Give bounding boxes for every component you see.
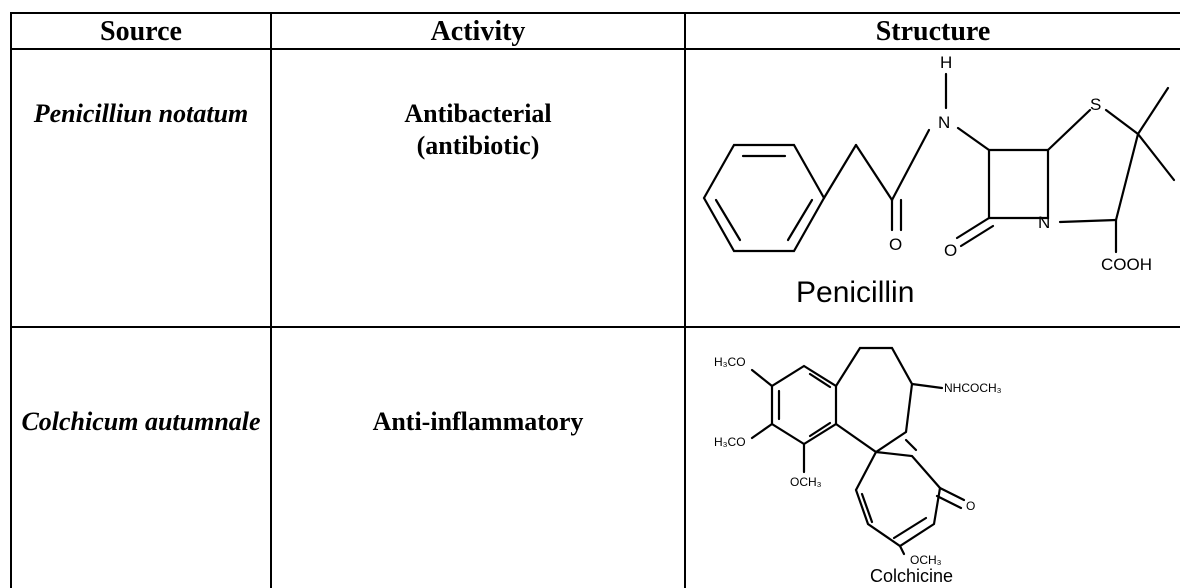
header-structure: Structure <box>875 16 991 47</box>
atom-o: O <box>889 235 902 254</box>
bond <box>898 544 906 556</box>
bond <box>750 368 774 388</box>
benzene-ring <box>702 143 826 253</box>
benzene-double-bond <box>714 198 742 242</box>
bond <box>1114 132 1140 222</box>
atom-o: O <box>966 499 975 513</box>
carbonyl-bond <box>935 494 963 510</box>
bond <box>1046 108 1092 152</box>
atom-cooh: COOH <box>1101 255 1152 274</box>
ring-c-double-bond <box>860 492 874 524</box>
bond <box>1104 108 1140 136</box>
atom-h3co: H₃CO <box>714 435 746 449</box>
bond <box>822 143 858 200</box>
header-source: Source <box>100 16 182 47</box>
atom-och3: OCH₃ <box>910 553 942 567</box>
methyl-bond <box>1136 132 1176 182</box>
source-penicillium: Penicilliun notatum <box>33 99 249 128</box>
atom-n: N <box>938 113 950 132</box>
activity-line: (antibiotic) <box>416 131 540 160</box>
column-divider <box>270 12 272 588</box>
activity-anti-inflammatory: Anti-inflammatory <box>372 407 584 436</box>
atom-och3: OCH₃ <box>790 475 822 489</box>
structure-name-penicillin: Penicillin <box>796 276 915 309</box>
header-activity: Activity <box>430 16 526 47</box>
ring-c <box>854 450 942 548</box>
ring-a <box>770 364 838 446</box>
ring-a-double-bond <box>808 421 832 438</box>
structure-name-colchicine: Colchicine <box>870 566 954 586</box>
header-divider <box>10 48 1180 50</box>
atom-h3co: H₃CO <box>714 355 746 369</box>
penicillin-structure: O H N O N S COOH <box>702 53 1176 274</box>
bond <box>1058 218 1118 224</box>
activity-antibacterial: Antibacterial (antibiotic) <box>272 98 684 162</box>
colchicine-structure: O NHCOCH₃ H₃CO H₃CO OCH₃ OCH₃ <box>714 346 1002 567</box>
benzene-double-bond <box>786 198 814 242</box>
carbonyl-bond <box>955 216 991 240</box>
source-colchicum: Colchicum autumnale <box>21 407 261 436</box>
carbonyl-bond <box>959 224 995 248</box>
bond <box>890 128 931 202</box>
ring-c-double-bond <box>904 438 918 452</box>
atom-o: O <box>944 241 957 260</box>
beta-lactam-ring <box>987 148 1050 220</box>
row-divider <box>10 326 1180 328</box>
bond <box>956 126 991 152</box>
column-divider <box>684 12 686 588</box>
ring-b <box>834 346 914 454</box>
bond <box>750 422 774 440</box>
methyl-bond <box>1136 86 1170 136</box>
atom-n: N <box>1038 213 1050 232</box>
activity-line: Antibacterial <box>404 99 552 128</box>
atom-nhcoch3: NHCOCH₃ <box>944 381 1002 395</box>
ring-c-double-bond <box>892 516 928 540</box>
bond <box>854 143 894 202</box>
table <box>10 12 1180 588</box>
ring-a-double-bond <box>808 372 832 389</box>
atom-h: H <box>940 53 952 72</box>
bond <box>910 382 944 390</box>
atom-s: S <box>1090 95 1101 114</box>
carbonyl-bond <box>938 486 966 502</box>
